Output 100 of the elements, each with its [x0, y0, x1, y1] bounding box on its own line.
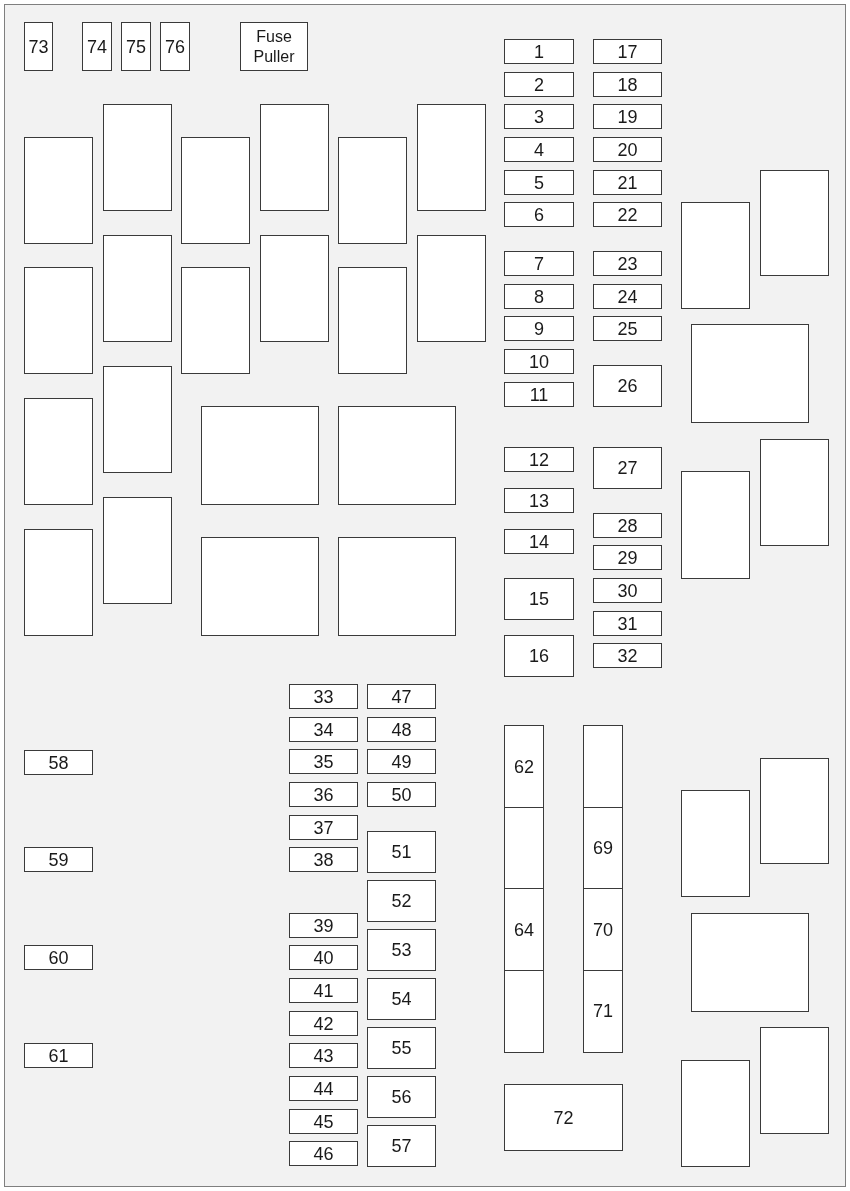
fuse-slot: 21	[593, 170, 662, 195]
fuse-slot: 69	[583, 806, 623, 890]
fuse-slot: 10	[504, 349, 574, 374]
fuse-slot: 28	[593, 513, 662, 538]
fuse-slot: 36	[289, 782, 358, 807]
empty-slot	[681, 790, 750, 897]
empty-slot	[681, 202, 750, 309]
fuse-slot: 51	[367, 831, 436, 873]
empty-slot	[201, 406, 319, 505]
fuse-slot: 54	[367, 978, 436, 1020]
empty-slot	[691, 913, 809, 1012]
fuse-slot: 30	[593, 578, 662, 603]
empty-slot	[760, 439, 829, 546]
empty-slot	[24, 137, 93, 244]
empty-slot	[760, 758, 829, 864]
fuse-slot: 18	[593, 72, 662, 97]
fuse-slot: 4	[504, 137, 574, 162]
empty-slot	[417, 104, 486, 211]
fuse-slot: 23	[593, 251, 662, 276]
fuse-slot: 14	[504, 529, 574, 554]
empty-slot	[103, 497, 172, 604]
empty-slot	[103, 366, 172, 473]
fuse-slot: 6	[504, 202, 574, 227]
fuse-slot: 73	[24, 22, 53, 71]
fuse-slot: 43	[289, 1043, 358, 1068]
fuse-slot: 46	[289, 1141, 358, 1166]
fuse-slot: 60	[24, 945, 93, 970]
fuse-slot: 16	[504, 635, 574, 677]
fuse-slot: 12	[504, 447, 574, 472]
fuse-slot: 37	[289, 815, 358, 840]
empty-slot	[181, 267, 250, 374]
fuse-slot: 74	[82, 22, 112, 71]
empty-slot	[338, 537, 456, 636]
fuse-slot: 42	[289, 1011, 358, 1036]
empty-slot	[681, 1060, 750, 1167]
fuse-slot: 55	[367, 1027, 436, 1069]
fuse-slot: 19	[593, 104, 662, 129]
fuse-slot: 9	[504, 316, 574, 341]
fuse-slot: 7	[504, 251, 574, 276]
fuse-slot: 38	[289, 847, 358, 872]
fuse-slot: 5	[504, 170, 574, 195]
fuse-slot: 15	[504, 578, 574, 620]
empty-slot	[338, 406, 456, 505]
empty-slot	[103, 235, 172, 342]
fuse-slot: 58	[24, 750, 93, 775]
fuse-slot: 20	[593, 137, 662, 162]
empty-slot	[338, 267, 407, 374]
fuse-slot: 47	[367, 684, 436, 709]
fuse-slot: 17	[593, 39, 662, 64]
empty-slot	[260, 235, 329, 342]
fuse-slot: 33	[289, 684, 358, 709]
fuse-slot: 26	[593, 365, 662, 407]
fuse-slot: 72	[504, 1084, 623, 1151]
fuse-puller-slot: Fuse Puller	[240, 22, 308, 71]
empty-slot	[760, 1027, 829, 1134]
fuse-slot: 31	[593, 611, 662, 636]
fuse-slot: 57	[367, 1125, 436, 1167]
fuse-slot: 11	[504, 382, 574, 407]
empty-slot	[417, 235, 486, 342]
fuse-slot: 22	[593, 202, 662, 227]
fuse-slot: 52	[367, 880, 436, 922]
fuse-slot: 75	[121, 22, 151, 71]
fuse-slot: 64	[504, 888, 544, 971]
fuse-slot: 40	[289, 945, 358, 970]
fuse-slot: 49	[367, 749, 436, 774]
fuse-slot: 45	[289, 1109, 358, 1134]
empty-slot	[260, 104, 329, 211]
empty-slot	[24, 398, 93, 505]
empty-slot	[691, 324, 809, 423]
fuse-slot: 50	[367, 782, 436, 807]
fuse-slot: 41	[289, 978, 358, 1003]
empty-slot	[201, 537, 319, 636]
fuse-slot: 70	[583, 888, 623, 971]
empty-slot	[760, 170, 829, 276]
fuse-slot: 29	[593, 545, 662, 570]
empty-slot	[181, 137, 250, 244]
fuse-slot: 44	[289, 1076, 358, 1101]
fuse-slot: 24	[593, 284, 662, 309]
fuse-slot: 48	[367, 717, 436, 742]
fuse-slot: 53	[367, 929, 436, 971]
empty-slot	[24, 267, 93, 374]
fuse-slot: 34	[289, 717, 358, 742]
fuse-slot: 61	[24, 1043, 93, 1068]
fuse-slot: 1	[504, 39, 574, 64]
empty-slot	[24, 529, 93, 636]
fuse-slot: 2	[504, 72, 574, 97]
fuse-slot: 13	[504, 488, 574, 513]
empty-slot	[681, 471, 750, 579]
fuse-slot: 27	[593, 447, 662, 489]
empty-slot	[338, 137, 407, 244]
fuse-slot: 35	[289, 749, 358, 774]
fuse-slot: 56	[367, 1076, 436, 1118]
fuse-slot: 39	[289, 913, 358, 938]
fuse-slot: 3	[504, 104, 574, 129]
fuse-slot: 32	[593, 643, 662, 668]
fuse-slot: 25	[593, 316, 662, 341]
fuse-slot: 8	[504, 284, 574, 309]
fuse-slot: 62	[504, 725, 544, 808]
fuse-slot: 59	[24, 847, 93, 872]
fuse-slot: 76	[160, 22, 190, 71]
